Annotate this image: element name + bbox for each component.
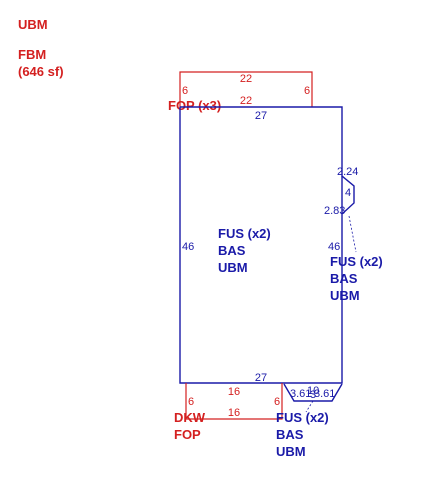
main-structure: 27 27 46 46 FUS (x2) BAS UBM — [179, 106, 355, 384]
main-dim-top: 27 — [255, 110, 267, 122]
bay-window: 2.24 4 2.83 — [324, 166, 358, 253]
top-porch-dim-right: 6 — [304, 85, 310, 97]
main-dim-left: 46 — [182, 241, 194, 253]
top-porch-label: FOP (x3) — [168, 98, 221, 113]
bottom-deck-outline — [185, 383, 283, 420]
top-porch-outline — [179, 71, 313, 107]
bottom-bay-dim-mid: 3 — [310, 389, 316, 401]
side-label-fus: FUS (x2) — [330, 254, 383, 269]
bay-dim-b: 4 — [345, 187, 351, 199]
bay-leader-line — [348, 215, 357, 253]
main-structure-outline — [179, 106, 355, 384]
bottom-bay-dim-left: 3.61 — [290, 388, 311, 400]
top-porch-dim-left: 6 — [182, 85, 188, 97]
side-label-bas: BAS — [330, 271, 358, 286]
main-dim-bottom: 27 — [255, 372, 267, 384]
bottom-deck-dim-top: 16 — [228, 386, 240, 398]
header-area: (646 sf) — [18, 64, 64, 79]
side-label-ubm: UBM — [330, 288, 360, 303]
bottom-bay-dim-top: 10 — [307, 385, 319, 397]
bottom-deck-dim-bottom: 16 — [228, 407, 240, 419]
top-porch-dim-inner: 22 — [240, 95, 252, 107]
bay-dim-a: 2.24 — [337, 166, 358, 178]
bottom-bay: 3.61 10 3 3.61 — [283, 383, 343, 413]
bottom-label-fus: FUS (x2) — [276, 410, 329, 425]
main-label-fus: FUS (x2) — [218, 226, 271, 241]
bottom-deck-label-dkw: DKW — [174, 410, 206, 425]
header-fbm: FBM — [18, 47, 46, 62]
header-ubm: UBM — [18, 17, 48, 32]
main-label-bas: BAS — [218, 243, 246, 258]
bottom-deck-label-fop: FOP — [174, 427, 201, 442]
top-porch-dim-top: 22 — [240, 73, 252, 85]
bottom-deck-dim-right: 6 — [274, 396, 280, 408]
main-label-ubm: UBM — [218, 260, 248, 275]
bottom-bay-dim-right: 3.61 — [314, 388, 335, 400]
bay-dim-c: 2.83 — [324, 205, 345, 217]
top-porch: 22 22 6 6 FOP (x3) — [168, 71, 313, 113]
bottom-deck: 16 16 6 6 DKW FOP — [174, 383, 283, 442]
bottom-label-ubm: UBM — [276, 444, 306, 459]
bottom-label-bas: BAS — [276, 427, 304, 442]
bottom-deck-dim-left: 6 — [188, 396, 194, 408]
main-dim-right: 46 — [328, 241, 340, 253]
